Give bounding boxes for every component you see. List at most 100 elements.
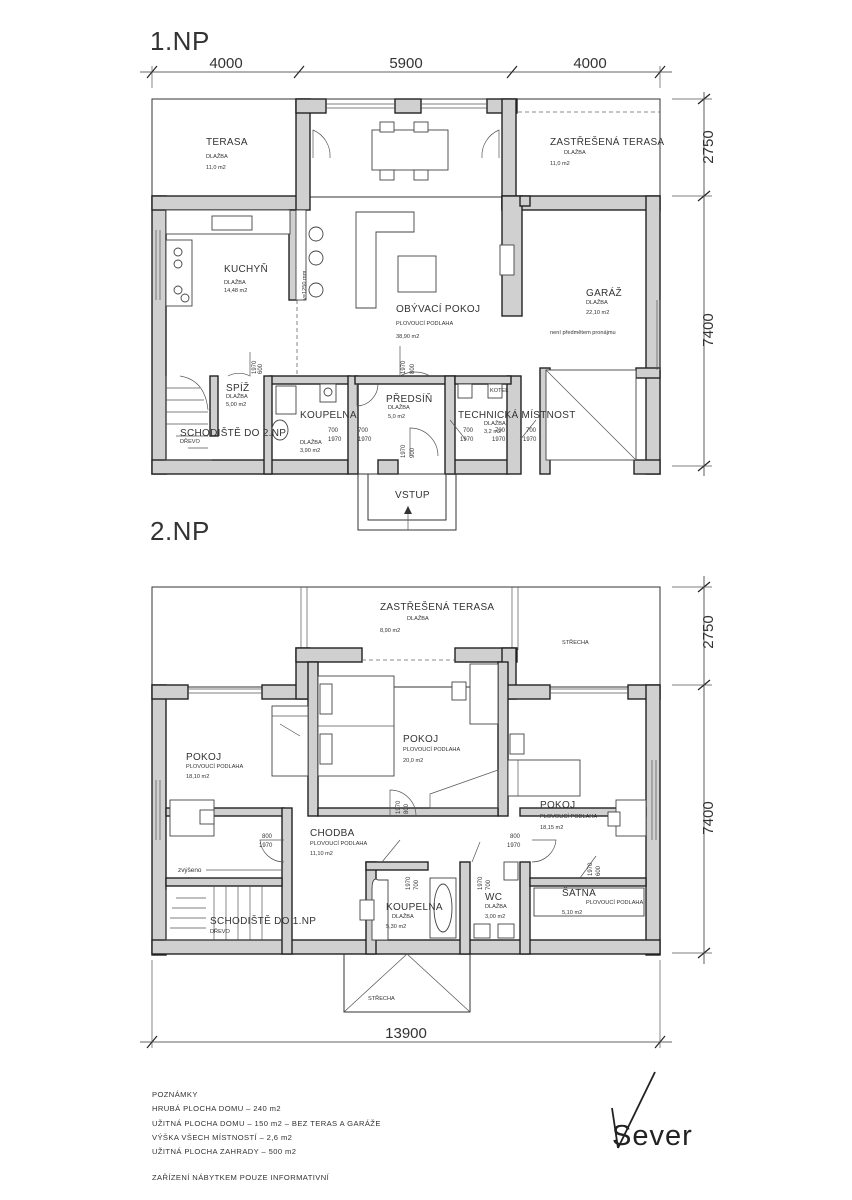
garage-door: [499, 244, 637, 461]
svg-text:1970: 1970: [401, 444, 407, 458]
room-name-vstup: VSTUP: [395, 490, 430, 501]
svg-text:14,48 m2: 14,48 m2: [224, 288, 247, 294]
notes-block: POZNÁMKY HRUBÁ PLOCHA DOMU – 240 m2 UŽIT…: [152, 1088, 381, 1186]
note-line: UŽITNÁ PLOCHA DOMU – 150 m2 – BEZ TERAS …: [152, 1118, 381, 1128]
north-arrow-icon: [611, 1071, 656, 1149]
doors-1np: [227, 129, 537, 457]
bedroom-right-furniture: [507, 733, 647, 837]
svg-text:DLAŽBA: DLAŽBA: [564, 148, 586, 156]
room-name-zastresena-terasa-2np: ZASTŘEŠENÁ TERASA: [380, 600, 494, 613]
svg-text:DLAŽBA: DLAŽBA: [388, 403, 410, 411]
svg-text:5,0 m2: 5,0 m2: [388, 414, 405, 420]
room-name-pokoj-center: POKOJ: [403, 734, 438, 745]
stairs-1np: [165, 375, 212, 461]
svg-text:3,90 m2: 3,90 m2: [300, 448, 320, 454]
svg-text:1970: 1970: [588, 862, 594, 876]
room-name-predsin: PŘEDSÍŇ: [386, 392, 433, 405]
svg-text:1970: 1970: [259, 843, 273, 849]
svg-text:DLAŽBA: DLAŽBA: [407, 614, 429, 622]
svg-text:800: 800: [410, 363, 416, 374]
svg-text:DLAŽBA: DLAŽBA: [226, 392, 248, 400]
svg-text:1970: 1970: [396, 800, 402, 814]
dim-bottom-2np: 13900: [385, 1025, 427, 1042]
bathroom-2np-fixtures: [359, 861, 645, 941]
svg-text:700: 700: [463, 428, 474, 434]
room-name-technicka-mistnost: TECHNICKÁ MÍSTNOST: [458, 408, 576, 421]
svg-text:PLOVOUCÍ PODLAHA: PLOVOUCÍ PODLAHA: [403, 746, 460, 753]
room-name-schodiste-1np: SCHODIŠTĚ DO 1.NP: [210, 914, 316, 927]
svg-text:1970: 1970: [252, 360, 258, 374]
svg-text:700: 700: [495, 428, 506, 434]
svg-text:DLAŽBA: DLAŽBA: [300, 438, 322, 446]
svg-text:800: 800: [262, 834, 273, 840]
svg-text:700: 700: [358, 428, 369, 434]
svg-text:18,15 m2: 18,15 m2: [540, 825, 563, 831]
room-name-pokoj-right: POKOJ: [540, 800, 575, 811]
svg-text:5,10 m2: 5,10 m2: [562, 910, 582, 916]
svg-text:DLAŽBA: DLAŽBA: [206, 152, 228, 160]
svg-text:600: 600: [258, 363, 264, 374]
svg-text:1970: 1970: [406, 876, 412, 890]
room-name-obyvaci-pokoj: OBÝVACÍ POKOJ: [396, 302, 480, 315]
svg-text:DLAŽBA: DLAŽBA: [586, 298, 608, 306]
floor-title-1np: 1.NP: [150, 26, 210, 56]
walls-2np: [151, 647, 661, 956]
svg-text:8,90 m2: 8,90 m2: [380, 628, 400, 634]
svg-text:18,10 m2: 18,10 m2: [186, 774, 209, 780]
svg-text:11,10 m2: 11,10 m2: [310, 851, 333, 857]
dim-right-2: 7400: [700, 313, 717, 346]
svg-text:700: 700: [328, 428, 339, 434]
svg-text:1970: 1970: [492, 437, 506, 443]
bedroom-left-furniture: [169, 705, 309, 837]
room-name-terasa: TERASA: [206, 137, 248, 148]
roof-label-top: STŘECHA: [562, 638, 589, 646]
floor-title-2np: 2.NP: [150, 516, 210, 546]
doors-2np: [259, 789, 597, 879]
dimension-chain-right-2np: 2750 7400: [672, 576, 717, 964]
svg-text:1970: 1970: [507, 843, 521, 849]
bathroom-1np-fixtures: [271, 383, 503, 441]
counter-height-label: v=1250 mm: [302, 270, 308, 300]
notes-footer: ZAŘÍZENÍ NÁBYTKEM POUZE INFORMATIVNÍ: [152, 1173, 330, 1183]
note-line: UŽITNÁ PLOCHA ZAHRADY – 500 m2: [152, 1147, 297, 1157]
windows-1np: [155, 103, 661, 376]
svg-text:700: 700: [486, 879, 492, 890]
room-name-schodiste-2np: SCHODIŠTĚ DO 2.NP: [180, 426, 286, 439]
svg-text:800: 800: [404, 803, 410, 814]
room-name-koupelna-2np: KOUPELNA: [386, 902, 443, 913]
svg-text:5,00 m2: 5,00 m2: [226, 402, 246, 408]
room-name-chodba: CHODBA: [310, 828, 355, 839]
svg-text:DŘEVO: DŘEVO: [180, 437, 201, 445]
entrance-roof-2np: [343, 953, 471, 1013]
svg-text:11,0 m2: 11,0 m2: [550, 161, 570, 167]
dim-right-1: 2750: [700, 130, 717, 163]
svg-text:PLOVOUCÍ PODLAHA: PLOVOUCÍ PODLAHA: [540, 813, 597, 820]
living-furniture: [355, 121, 449, 309]
svg-text:1970: 1970: [401, 360, 407, 374]
garage-note: není předmětem pronájmu: [550, 330, 616, 336]
walls-1np: [151, 98, 661, 475]
svg-text:1970: 1970: [358, 437, 372, 443]
svg-text:800: 800: [510, 834, 521, 840]
svg-text:11,0 m2: 11,0 m2: [206, 165, 226, 171]
svg-text:1970: 1970: [328, 437, 342, 443]
room-name-kuchyn: KUCHYŇ: [224, 262, 268, 275]
svg-text:700: 700: [414, 879, 420, 890]
note-line: HRUBÁ PLOCHA DOMU – 240 m2: [152, 1104, 281, 1114]
svg-text:1970: 1970: [523, 437, 537, 443]
room-name-wc: WC: [485, 892, 502, 903]
kitchen-furniture: [165, 209, 324, 307]
svg-text:PLOVOUCÍ PODLAHA: PLOVOUCÍ PODLAHA: [186, 763, 243, 770]
svg-text:DLAŽBA: DLAŽBA: [485, 902, 507, 910]
dim-top-1: 4000: [209, 55, 242, 72]
room-name-garaz: GARÁŽ: [586, 286, 622, 299]
floor-1np: 1.NP 4000 5900 4000 2750 7400: [140, 26, 717, 531]
dimension-chain-right-1np: 2750 7400: [672, 92, 717, 476]
svg-text:3,2 m2: 3,2 m2: [484, 429, 501, 435]
svg-text:DŘEVO: DŘEVO: [210, 927, 231, 935]
boiler-label: KOTEL: [490, 388, 508, 394]
room-name-zastresena-terasa: ZASTŘEŠENÁ TERASA: [550, 135, 664, 148]
dimension-chain-top-1np: 4000 5900 4000: [140, 55, 672, 88]
windows-2np: [155, 659, 657, 840]
